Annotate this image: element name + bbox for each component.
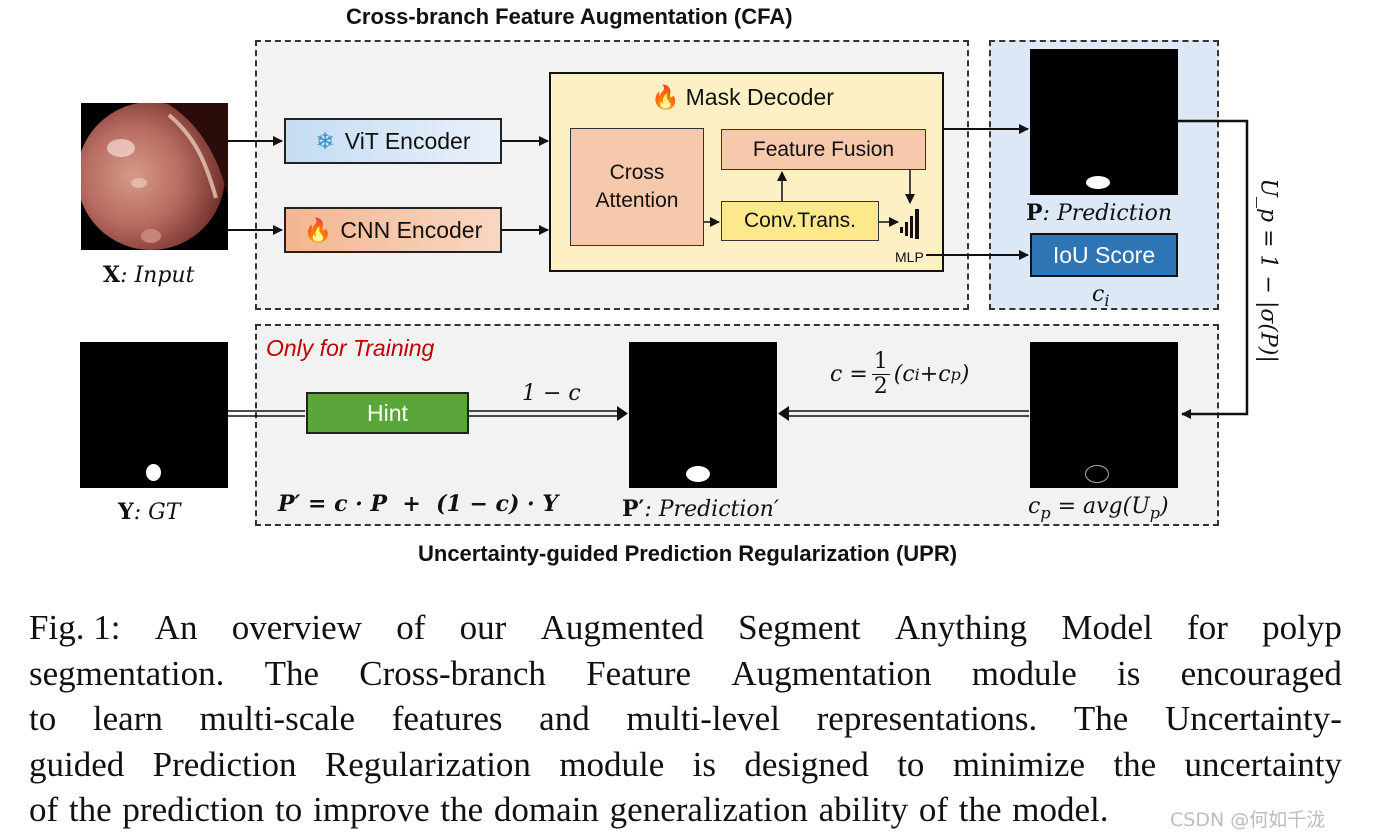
- caption-word: is: [1117, 653, 1141, 693]
- caption-word: Model: [1061, 608, 1153, 647]
- watermark: CSDN @何如千泷: [1170, 809, 1326, 831]
- mlp-icon: [900, 205, 924, 239]
- snowflake-icon: ❄: [315, 127, 335, 154]
- caption-word: of: [396, 608, 426, 647]
- fire-icon: 🔥: [303, 216, 333, 243]
- caption-word: segmentation.: [29, 653, 225, 693]
- caption-word: Fig. 1:: [29, 608, 121, 647]
- gt-label: Y: GT: [118, 499, 181, 525]
- caption-word: Anything: [894, 608, 1028, 647]
- caption-word: Feature: [586, 653, 692, 693]
- caption-word: minimize: [952, 744, 1086, 784]
- caption-line-2: segmentation. The Cross-branch Feature Augme…: [29, 651, 1342, 697]
- caption-word: and: [539, 699, 590, 738]
- caption-word: module: [971, 653, 1077, 693]
- vit-encoder-box: ❄ViT Encoder: [284, 118, 502, 164]
- caption-word: Uncertainty-: [1165, 699, 1342, 738]
- caption-word: Segment: [738, 608, 861, 647]
- gt-mask: [80, 342, 228, 488]
- caption-word: for: [1187, 608, 1228, 647]
- regularized-prediction-mask: [629, 342, 777, 488]
- caption-word: guided: [29, 744, 125, 784]
- cfa-title: Cross-branch Feature Augmentation (CFA): [346, 4, 793, 29]
- caption-word: multi-level: [626, 699, 780, 738]
- caption-word: learn: [92, 699, 163, 738]
- iou-score-box: IoU Score: [1030, 233, 1178, 277]
- cnn-encoder-box: 🔥CNN Encoder: [284, 207, 502, 253]
- regularized-polyp-blob: [686, 466, 710, 482]
- hint-weight: 1 − c: [522, 381, 581, 406]
- caption-word: features: [391, 699, 503, 738]
- caption-word: The: [264, 653, 320, 693]
- regularization-formula: P′ = c · P + (1 − c) · Y: [278, 491, 559, 517]
- cross-attention-line1: Cross: [609, 161, 665, 184]
- mlp-label: MLP: [895, 249, 924, 265]
- caption-word: the: [1113, 744, 1157, 784]
- uncertainty-polyp-outline: [1085, 465, 1109, 483]
- caption-word: Prediction: [152, 744, 297, 784]
- prediction-label: P: Prediction: [1026, 200, 1173, 226]
- caption-word: uncertainty: [1184, 744, 1342, 784]
- conv-trans-box: Conv.Trans.: [721, 201, 879, 241]
- caption-line-5: of the prediction to improve the domain …: [29, 790, 1109, 829]
- caption-word: Augmented: [540, 608, 704, 647]
- caption-word: to: [29, 699, 57, 738]
- caption-word: An: [154, 608, 198, 647]
- caption-word: polyp: [1262, 608, 1342, 647]
- caption-word: module: [559, 744, 665, 784]
- caption-word: representations.: [816, 699, 1038, 738]
- caption-word: Cross-branch: [359, 653, 546, 693]
- caption-word: Regularization: [324, 744, 531, 784]
- caption-word: encouraged: [1180, 653, 1342, 693]
- input-label: X: Input: [103, 262, 195, 288]
- caption-word: designed: [744, 744, 869, 784]
- cp-label: cp = avg(Up): [1028, 494, 1169, 523]
- cross-attention-box: Cross Attention: [570, 128, 704, 246]
- feature-fusion-box: Feature Fusion: [721, 129, 926, 170]
- gt-polyp-blob: [146, 464, 161, 481]
- fire-icon: 🔥: [651, 84, 680, 110]
- uncertainty-map-mask: [1030, 342, 1178, 488]
- caption-word: The: [1073, 699, 1129, 738]
- caption-word: multi-scale: [199, 699, 356, 738]
- caption-word: is: [692, 744, 717, 784]
- caption-word: overview: [231, 608, 362, 647]
- ci-label: ci: [1092, 282, 1110, 311]
- uncertainty-formula: U_p = 1 − |σ(P)|: [1255, 178, 1281, 363]
- cross-attention-line2: Attention: [595, 189, 679, 212]
- caption-word: to: [897, 744, 925, 784]
- caption-word: Augmentation: [731, 653, 932, 693]
- input-image: [81, 103, 228, 250]
- training-note: Only for Training: [266, 335, 435, 361]
- mask-decoder-title: 🔥Mask Decoder: [651, 84, 834, 110]
- upr-title: Uncertainty-guided Prediction Regulariza…: [418, 541, 958, 566]
- prediction-mask: [1030, 49, 1178, 195]
- caption-word: our: [459, 608, 507, 647]
- regularized-prediction-label: P′: Prediction′: [622, 496, 779, 522]
- hint-box: Hint: [306, 392, 469, 434]
- prediction-polyp-blob: [1086, 176, 1110, 189]
